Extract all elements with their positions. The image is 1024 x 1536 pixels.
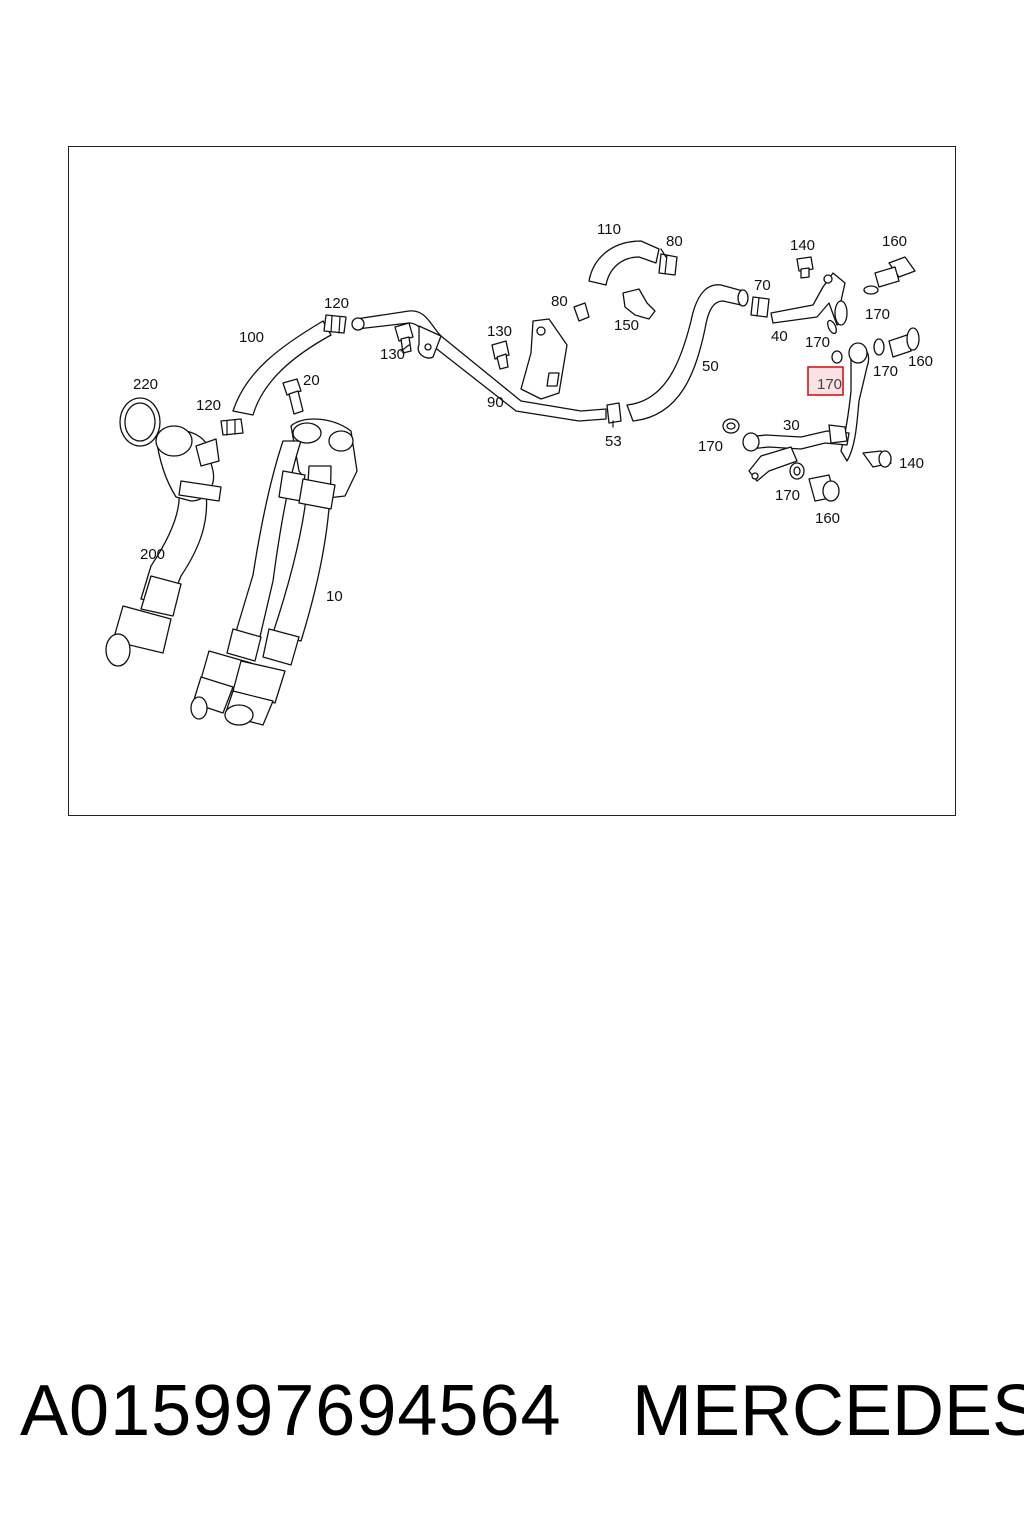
callout-120: 120 — [196, 397, 221, 414]
part-130-bolt-a — [394, 322, 414, 354]
callout-30: 30 — [783, 417, 800, 434]
callout-100: 100 — [239, 329, 264, 346]
callout-220: 220 — [133, 376, 158, 393]
callout-80: 80 — [551, 293, 568, 310]
brand-name: MERCEDES — [632, 1371, 1024, 1451]
callout-140: 140 — [790, 237, 815, 254]
callout-150: 150 — [614, 317, 639, 334]
part-80-clip — [573, 302, 590, 322]
footer: A015997694564 MERCEDES — [0, 1370, 1024, 1480]
parts-diagram-frame: 110 80 140 160 120 80 70 150 40 170 170 … — [68, 146, 956, 816]
part-140-bolt — [796, 256, 814, 279]
part-150-connector — [622, 288, 656, 320]
callout-170: 170 — [698, 438, 723, 455]
callout-170: 170 — [805, 334, 830, 351]
callout-110: 110 — [597, 221, 621, 238]
callout-53: 53 — [605, 433, 622, 450]
part-170-seal-ring-d — [722, 418, 740, 434]
parts-diagram: 110 80 140 160 120 80 70 150 40 170 170 … — [105, 221, 933, 726]
part-130-bolt-b — [491, 340, 510, 370]
part-200-flange-pipe — [105, 425, 222, 667]
callout-130: 130 — [380, 346, 405, 363]
callout-40: 40 — [771, 328, 788, 345]
callout-50: 50 — [702, 358, 719, 375]
callout-labels: 110 80 140 160 120 80 70 150 40 170 170 … — [133, 221, 933, 605]
callout-20: 20 — [303, 372, 320, 389]
part-70-clamp — [750, 296, 770, 318]
part-170-seal-ring-a — [827, 319, 837, 335]
callout-170: 170 — [775, 487, 800, 504]
callout-130: 130 — [487, 323, 512, 340]
part-30-pipe — [742, 342, 870, 482]
part-40-pipe — [770, 272, 848, 326]
callout-90: 90 — [487, 394, 504, 411]
part-160-banjo-bolt — [863, 256, 916, 295]
part-80-clamp — [658, 253, 678, 276]
highlight-box — [807, 366, 844, 396]
part-90-steel-pipe — [351, 310, 607, 422]
part-170-seal-ring-c — [873, 338, 885, 356]
callout-170: 170 — [873, 363, 898, 380]
part-50-hose — [626, 284, 749, 422]
part-number: A015997694564 — [20, 1371, 562, 1451]
part-20-bolt — [282, 378, 304, 415]
part-220-o-ring — [119, 397, 161, 447]
callout-160: 160 — [882, 233, 907, 250]
callout-160: 160 — [815, 510, 840, 527]
part-10-twin-pipe — [190, 418, 358, 726]
part-120-clamp-upper — [323, 314, 347, 334]
part-160-banjo-bolt-right — [888, 327, 920, 358]
callout-10: 10 — [326, 588, 343, 605]
leader-line — [660, 248, 667, 258]
part-110-hose — [588, 240, 660, 286]
callout-170: 170 — [865, 306, 890, 323]
callout-200: 200 — [140, 546, 165, 563]
part-140-bolt-lower — [862, 450, 892, 468]
part-170-seal-ring-e — [789, 462, 805, 480]
leader-line — [400, 344, 410, 352]
callout-170-highlighted: 170 — [817, 376, 842, 393]
part-pipe-bracket — [520, 318, 568, 400]
callout-70: 70 — [754, 277, 771, 294]
callout-120: 120 — [324, 295, 349, 312]
part-53-clip — [606, 402, 622, 424]
part-160-banjo-bolt-lower — [808, 474, 840, 502]
part-120-clamp — [220, 418, 244, 436]
part-170-seal-ring-b — [831, 350, 843, 364]
callout-160: 160 — [908, 353, 933, 370]
callout-80: 80 — [666, 233, 683, 250]
callout-140: 140 — [899, 455, 924, 472]
